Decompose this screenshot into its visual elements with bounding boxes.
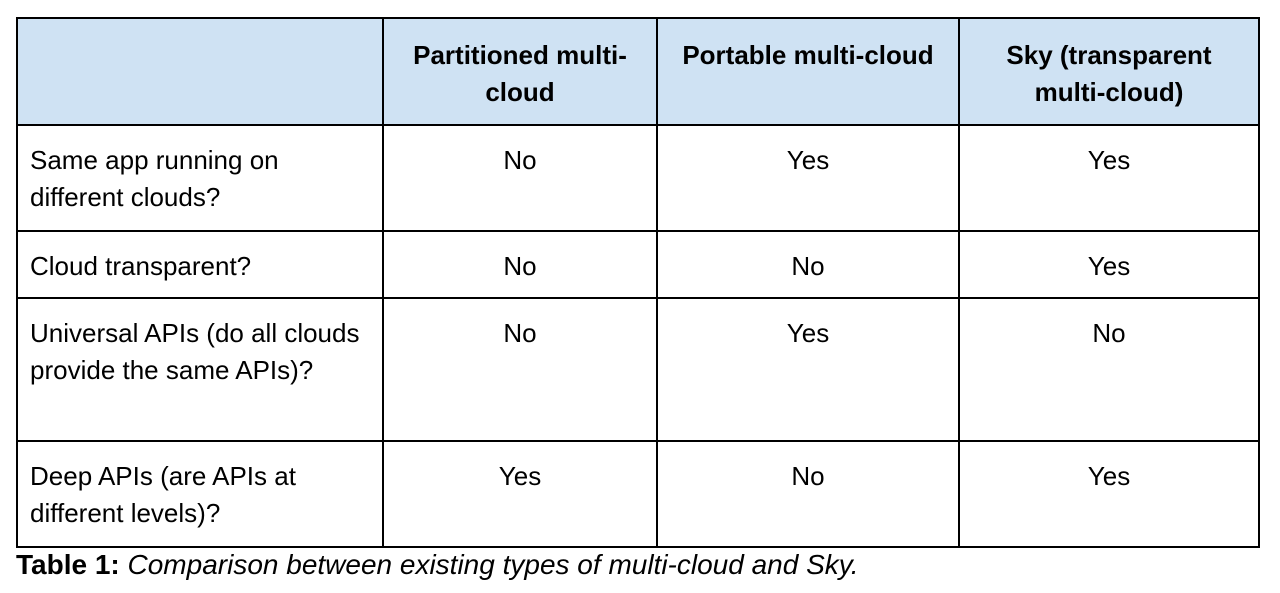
table-row: Universal APIs (do all clouds provide th…	[16, 297, 1260, 442]
header-cell-portable: Portable multi-cloud	[656, 17, 960, 126]
cell-partitioned: No	[382, 124, 658, 232]
table-row: Deep APIs (are APIs at different levels)…	[16, 440, 1260, 548]
header-cell-empty	[16, 17, 384, 126]
table-row: Cloud transparent? No No Yes	[16, 230, 1260, 299]
table-caption: Table 1: Comparison between existing typ…	[16, 547, 858, 583]
cell-partitioned: No	[382, 230, 658, 299]
table-body: Same app running on different clouds? No…	[16, 124, 1260, 548]
caption-label: Table 1:	[16, 549, 120, 580]
cell-portable: Yes	[656, 124, 960, 232]
header-cell-partitioned: Partitioned multi-cloud	[382, 17, 658, 126]
header-cell-sky: Sky (transparent multi-cloud)	[958, 17, 1260, 126]
cell-sky: No	[958, 297, 1260, 442]
cell-portable: Yes	[656, 297, 960, 442]
comparison-table: Partitioned multi-cloud Portable multi-c…	[16, 17, 1260, 548]
row-label: Same app running on different clouds?	[16, 124, 384, 232]
cell-partitioned: Yes	[382, 440, 658, 548]
row-label: Deep APIs (are APIs at different levels)…	[16, 440, 384, 548]
row-label: Cloud transparent?	[16, 230, 384, 299]
cell-sky: Yes	[958, 124, 1260, 232]
cell-sky: Yes	[958, 230, 1260, 299]
cell-partitioned: No	[382, 297, 658, 442]
cell-portable: No	[656, 440, 960, 548]
caption-text: Comparison between existing types of mul…	[127, 549, 859, 580]
cell-sky: Yes	[958, 440, 1260, 548]
header-row: Partitioned multi-cloud Portable multi-c…	[16, 17, 1260, 126]
row-label: Universal APIs (do all clouds provide th…	[16, 297, 384, 442]
cell-portable: No	[656, 230, 960, 299]
table-row: Same app running on different clouds? No…	[16, 124, 1260, 232]
table-header: Partitioned multi-cloud Portable multi-c…	[16, 17, 1260, 126]
